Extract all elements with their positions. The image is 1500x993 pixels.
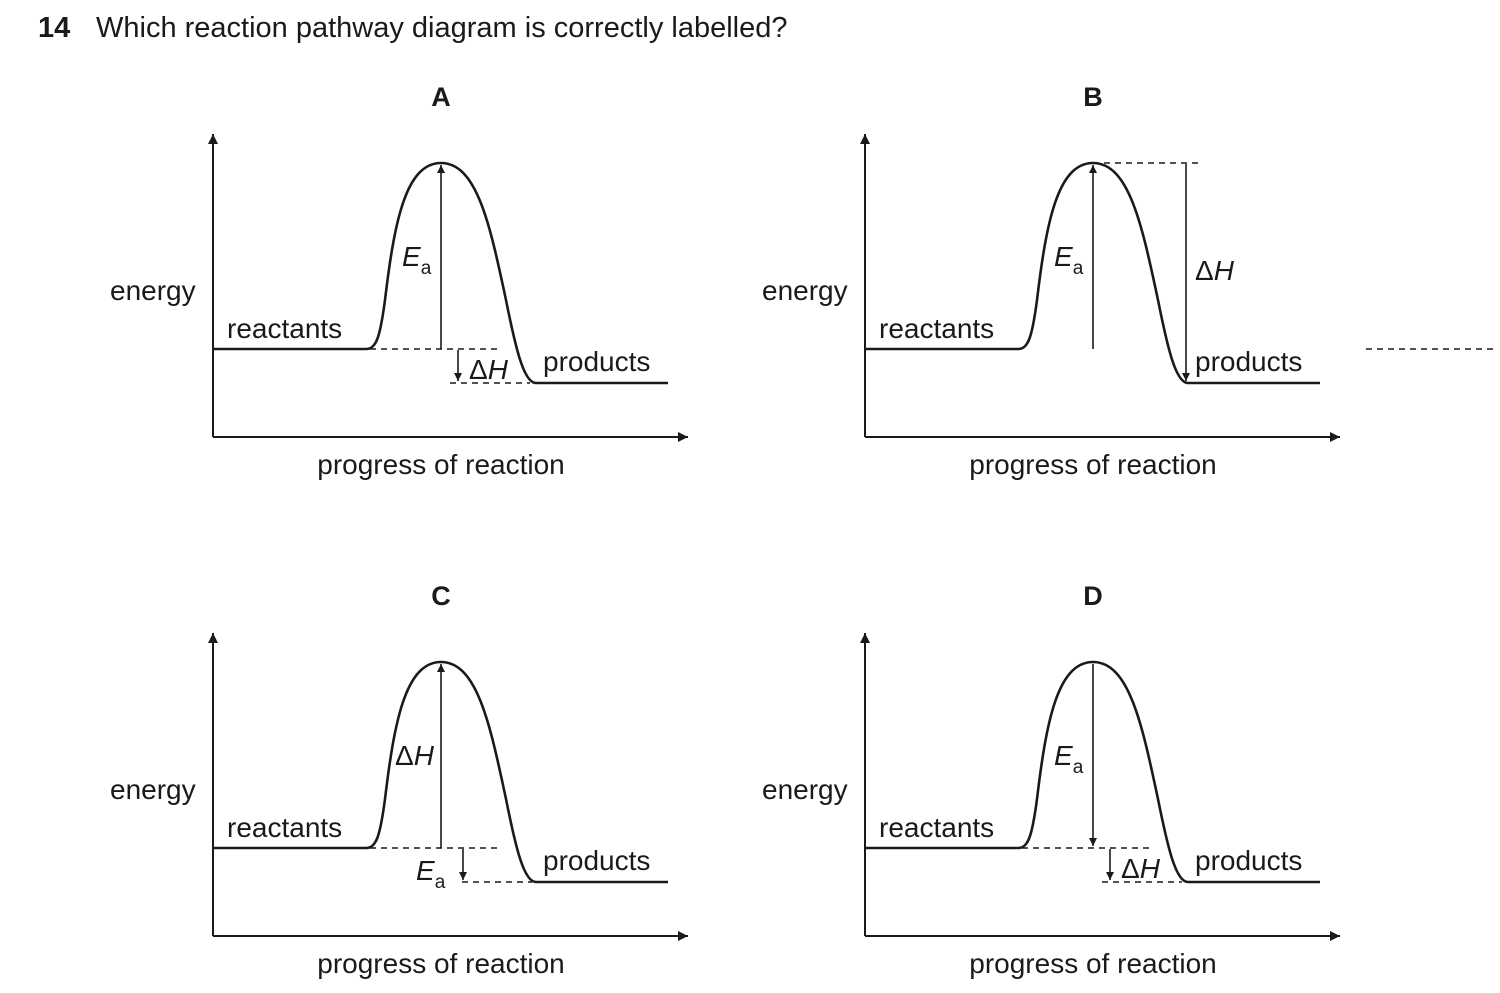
- ea-label: Ea: [416, 855, 446, 893]
- x-axis-label: progress of reaction: [969, 449, 1216, 480]
- delta-h-label: ΔH: [1121, 853, 1161, 884]
- reactants-label: reactants: [879, 313, 994, 344]
- reactants-label: reactants: [227, 812, 342, 843]
- y-axis-label: energy: [762, 275, 848, 306]
- ea-label: Ea: [402, 241, 432, 279]
- delta-h-label: ΔH: [395, 740, 435, 771]
- products-label: products: [1195, 845, 1302, 876]
- energy-profile-curve: [865, 660, 1320, 884]
- reactants-label: reactants: [879, 812, 994, 843]
- x-axis-label: progress of reaction: [969, 948, 1216, 979]
- y-axis-label: energy: [110, 275, 196, 306]
- option-letter: A: [431, 82, 451, 112]
- option-letter: D: [1083, 581, 1103, 611]
- delta-h-label: ΔH: [469, 354, 509, 385]
- ea-label: Ea: [1054, 740, 1084, 778]
- products-label: products: [543, 845, 650, 876]
- x-axis-label: progress of reaction: [317, 449, 564, 480]
- products-label: products: [1195, 346, 1302, 377]
- option-letter: C: [431, 581, 451, 611]
- ea-label: Ea: [1054, 241, 1084, 279]
- option-letter: B: [1083, 82, 1103, 112]
- question-number: 14: [38, 12, 71, 44]
- energy-profile-curve: [213, 161, 668, 385]
- reactants-label: reactants: [227, 313, 342, 344]
- energy-profile-curve: [213, 660, 668, 884]
- y-axis-label: energy: [762, 774, 848, 805]
- x-axis-label: progress of reaction: [317, 948, 564, 979]
- y-axis-label: energy: [110, 774, 196, 805]
- products-label: products: [543, 346, 650, 377]
- question-text: Which reaction pathway diagram is correc…: [96, 12, 788, 44]
- delta-h-label: ΔH: [1195, 255, 1235, 286]
